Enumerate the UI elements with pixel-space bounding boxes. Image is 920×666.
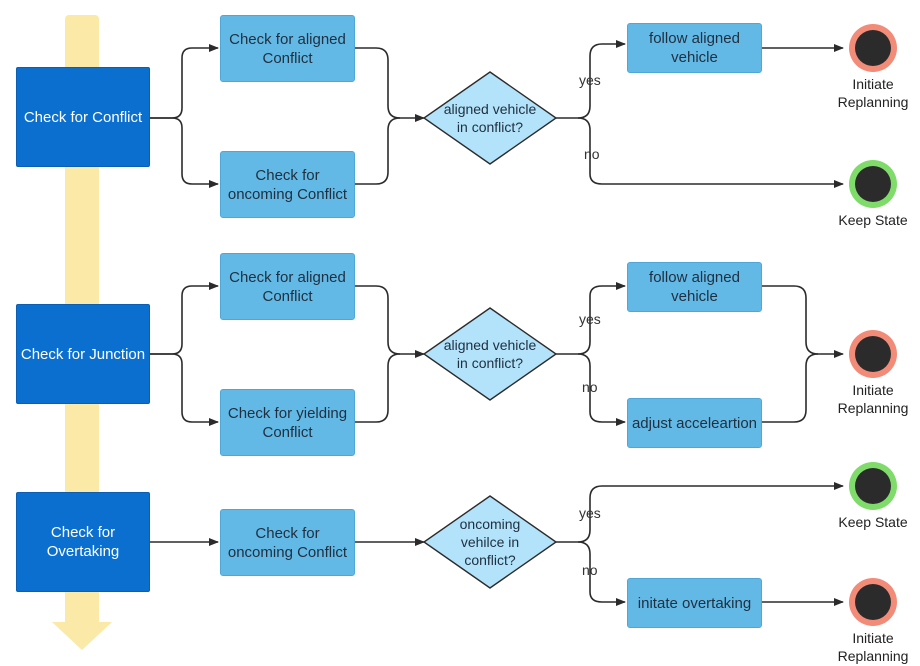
connector [355, 285, 425, 358]
connector [150, 44, 219, 119]
outcome-keep-state: Keep State [838, 514, 908, 530]
step-aligned-conflict: Check for aligned Conflict [220, 253, 355, 320]
action-follow-aligned: follow aligned vehicle [627, 23, 762, 73]
terminal-replan-icon [849, 330, 897, 378]
outcome-initiate-replanning: Initiate Replanning [837, 382, 909, 416]
main-check-conflict: Check for Conflict [16, 67, 150, 167]
connector [577, 541, 626, 606]
decision-label: aligned vehicle in conflict? [443, 337, 537, 371]
connector [556, 282, 626, 355]
decision-label: oncoming vehilce in conflict? [459, 516, 521, 568]
main-check-overtaking: Check for Overtaking [16, 492, 150, 592]
connector [556, 40, 626, 119]
terminal-replan-icon [849, 24, 897, 72]
yes-label: yes [579, 311, 601, 327]
connector [577, 353, 626, 426]
outcome-keep-state: Keep State [838, 212, 908, 228]
yes-label: yes [579, 505, 601, 521]
no-label: no [582, 562, 598, 578]
connector [355, 117, 401, 185]
step-oncoming-conflict: Check for oncoming Conflict [220, 151, 355, 218]
decision-label: aligned vehicle in conflict? [443, 101, 537, 135]
connector [762, 353, 819, 423]
connector [556, 482, 844, 543]
decision-diamond [422, 71, 558, 165]
connector [355, 353, 401, 423]
terminal-replan-icon [849, 578, 897, 626]
connector [150, 353, 219, 426]
action-initiate-overtaking: initate overtaking [627, 578, 762, 628]
connector [577, 117, 844, 188]
decision-diamond [422, 307, 558, 401]
main-check-junction: Check for Junction [16, 304, 150, 404]
connector [150, 117, 219, 188]
outcome-initiate-replanning: Initiate Replanning [837, 76, 909, 110]
step-aligned-conflict: Check for aligned Conflict [220, 15, 355, 82]
connector [762, 285, 844, 358]
step-yielding-conflict: Check for yielding Conflict [220, 389, 355, 456]
terminal-keep-icon [849, 462, 897, 510]
outcome-initiate-replanning: Initiate Replanning [837, 630, 909, 664]
action-follow-aligned: follow aligned vehicle [627, 262, 762, 312]
terminal-keep-icon [849, 160, 897, 208]
connector [355, 47, 425, 122]
yes-label: yes [579, 72, 601, 88]
decision-diamond [422, 495, 558, 589]
no-label: no [582, 379, 598, 395]
no-label: no [584, 146, 600, 162]
connector [150, 282, 219, 355]
action-adjust-acceleration: adjust acceleartion [627, 398, 762, 448]
step-oncoming-conflict: Check for oncoming Conflict [220, 509, 355, 576]
